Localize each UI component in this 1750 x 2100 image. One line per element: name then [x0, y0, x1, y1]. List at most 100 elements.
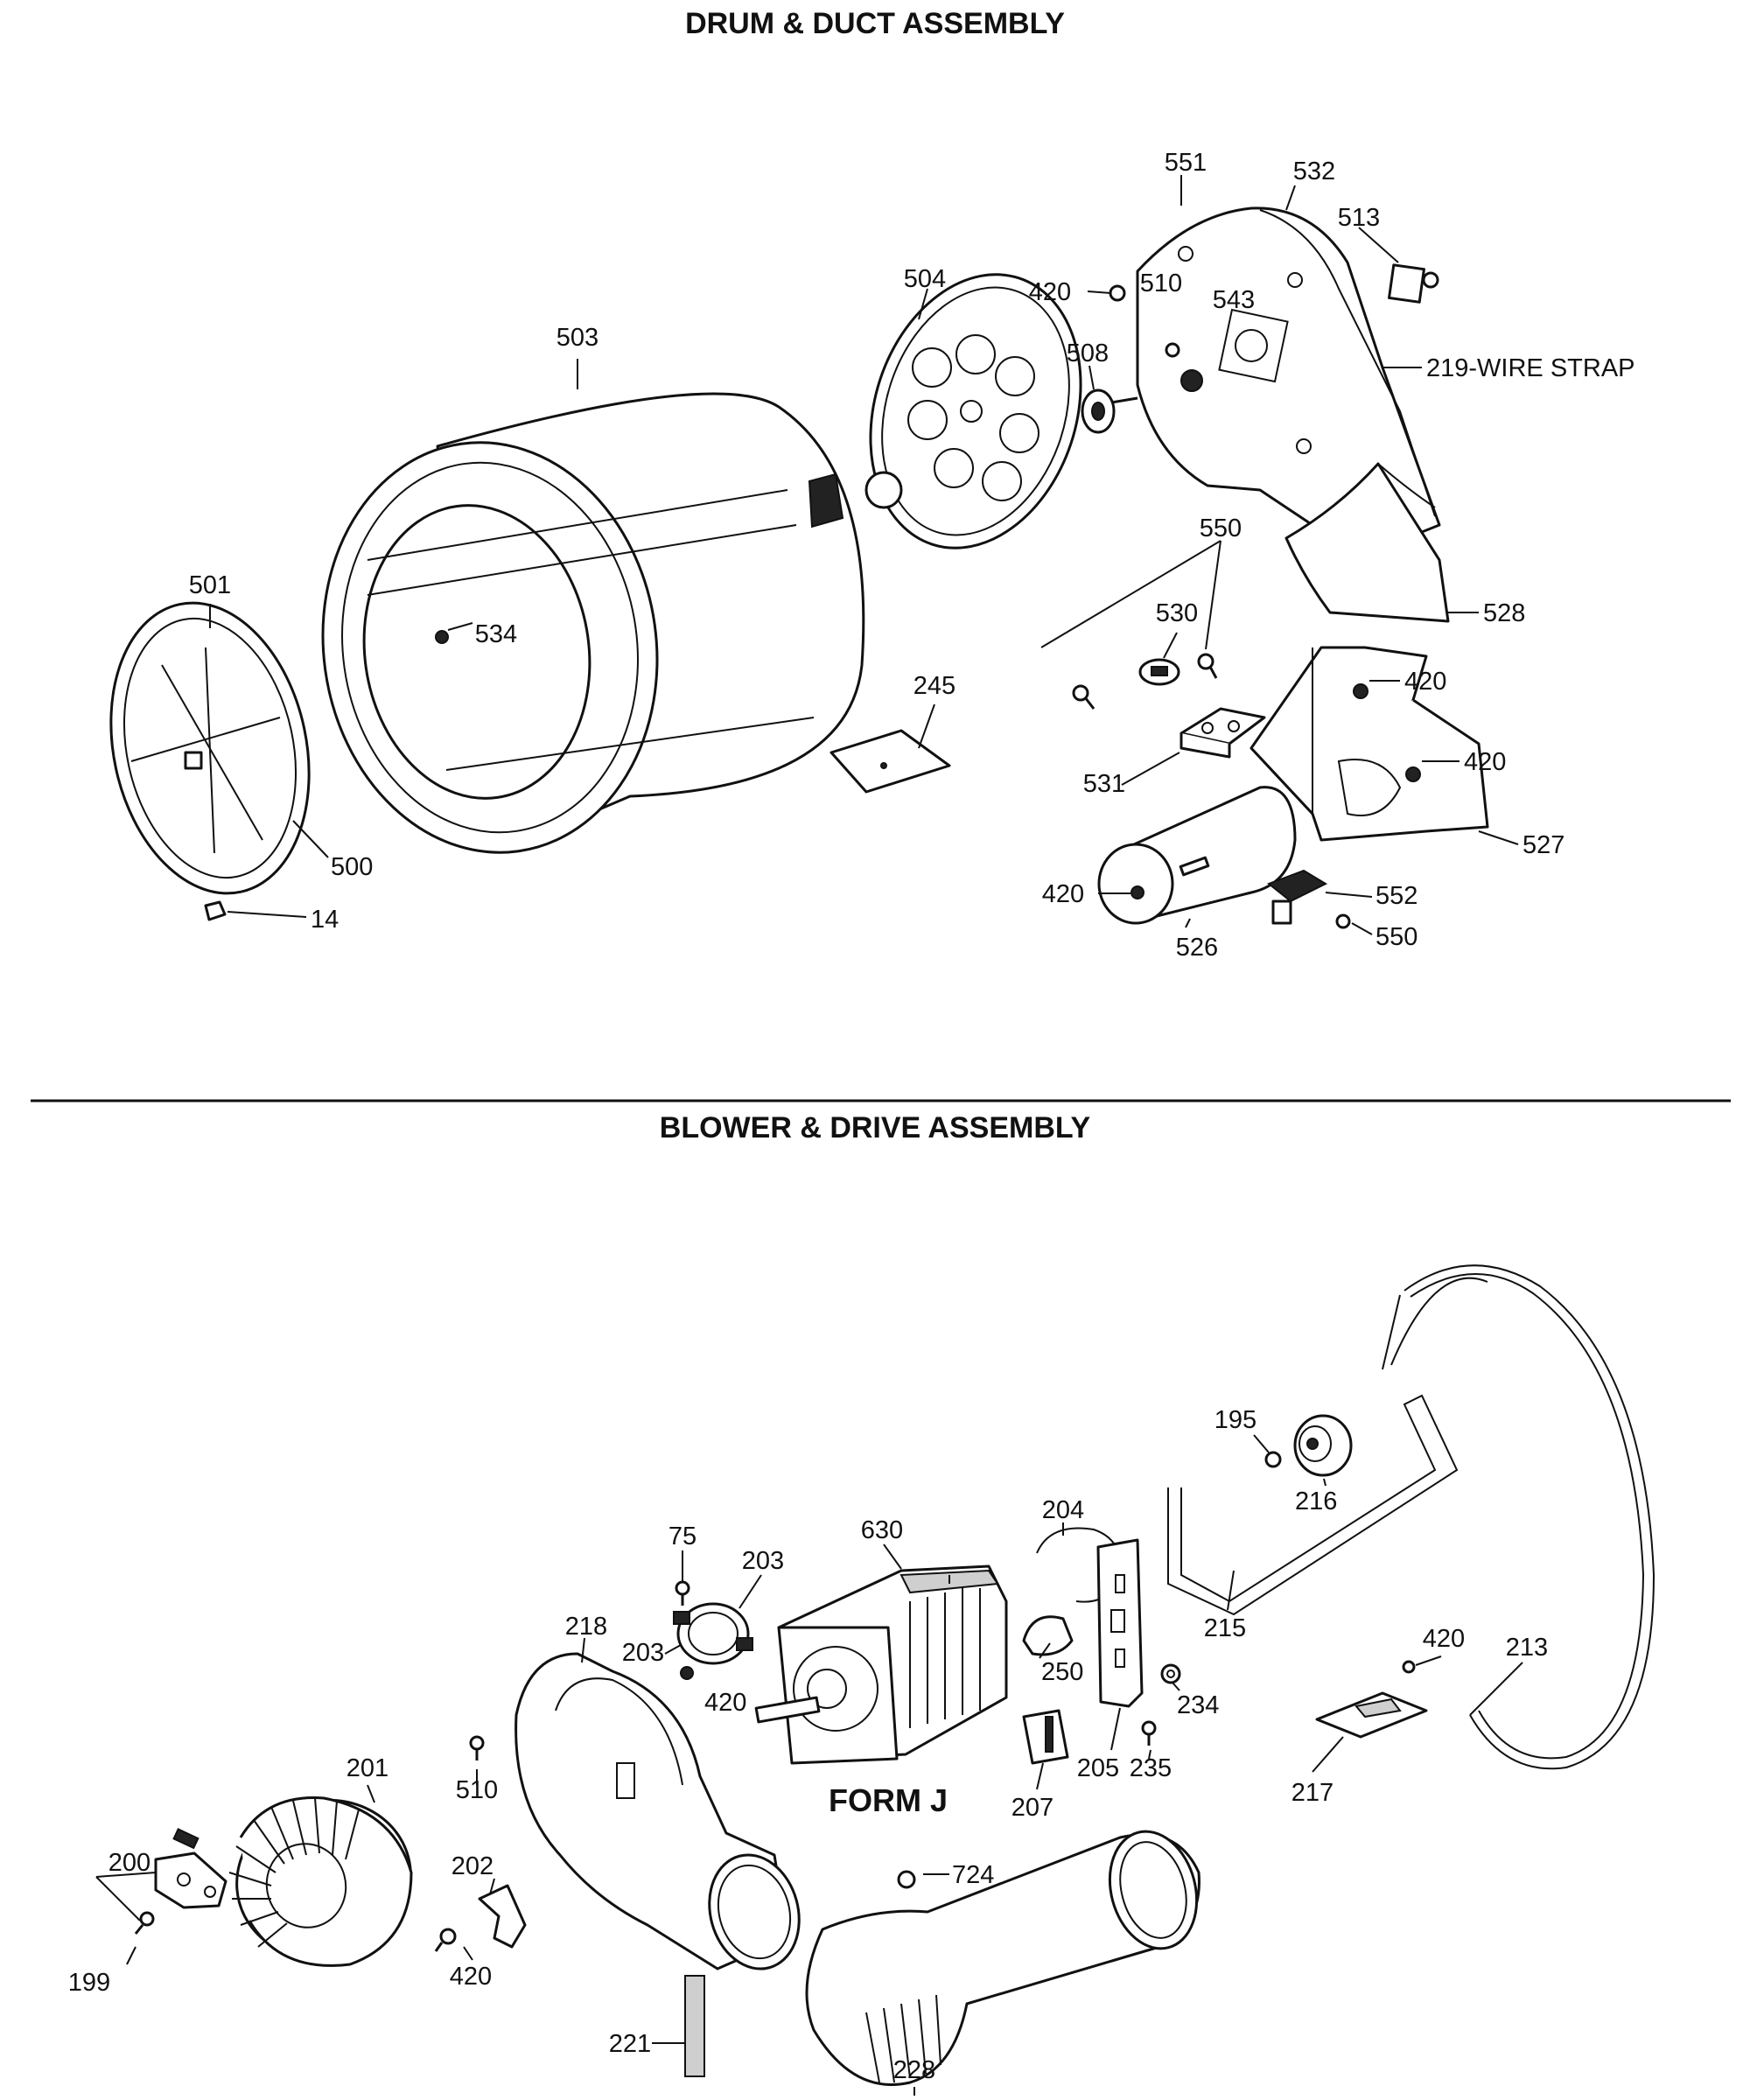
callout-420-bulkhead: 420 — [1029, 278, 1071, 306]
callout-195: 195 — [1214, 1406, 1256, 1434]
part-526-heater — [1097, 786, 1297, 925]
part-420-screw-lower — [434, 1928, 457, 1952]
callout-724: 724 — [952, 1861, 994, 1889]
callout-221: 221 — [609, 2030, 651, 2058]
part-513-plate — [1388, 263, 1439, 304]
part-213-belt — [1382, 1264, 1656, 1770]
callout-551: 551 — [1165, 149, 1207, 177]
part-221-gasket — [684, 1975, 705, 2077]
callout-207: 207 — [1012, 1794, 1054, 1822]
callout-420-belt: 420 — [1423, 1625, 1465, 1653]
part-724-clip — [897, 1870, 916, 1889]
callout-420-mount: 420 — [704, 1689, 746, 1717]
title-blower-drive-assembly: BLOWER & DRIVE ASSEMBLY — [660, 1111, 1091, 1144]
part-216-idler-pulley — [1293, 1414, 1353, 1477]
callout-201: 201 — [346, 1754, 388, 1782]
callout-420-lower: 420 — [450, 1963, 492, 1991]
part-551-bulkhead — [1109, 206, 1441, 537]
callout-500: 500 — [331, 853, 373, 881]
callout-420-heater: 420 — [1042, 880, 1084, 908]
callout-510-blower: 510 — [456, 1776, 498, 1804]
part-504-rear-panel — [864, 273, 1082, 550]
part-527-heater-box — [1250, 646, 1489, 842]
callout-234: 234 — [1177, 1691, 1219, 1719]
form-j-label: FORM J — [829, 1782, 948, 1818]
callout-205: 205 — [1077, 1754, 1119, 1782]
part-503-drum — [321, 392, 865, 854]
part-205-motor-bracket — [1096, 1538, 1144, 1708]
part-508-bearing — [1081, 388, 1138, 434]
callout-501: 501 — [189, 571, 231, 599]
part-500-clip — [184, 751, 203, 770]
callout-534: 534 — [475, 620, 517, 648]
part-228-exhaust-duct — [805, 1830, 1200, 2086]
callout-199: 199 — [68, 1969, 110, 1997]
callout-216: 216 — [1295, 1488, 1337, 1516]
part-510-screw-blower — [469, 1735, 485, 1760]
callout-235: 235 — [1130, 1754, 1172, 1782]
part-201-blower-wheel — [228, 1796, 413, 1967]
part-250-switch-collar — [1022, 1615, 1074, 1656]
part-531-bracket — [1180, 707, 1266, 759]
callout-228: 228 — [893, 2056, 935, 2084]
callout-508: 508 — [1067, 340, 1109, 368]
callout-202: 202 — [452, 1852, 494, 1880]
callout-213: 213 — [1506, 1634, 1548, 1662]
part-202-bracket — [478, 1884, 527, 1949]
part-420-screw-217 — [1402, 1660, 1416, 1674]
callout-513: 513 — [1338, 204, 1380, 232]
callout-532: 532 — [1293, 158, 1335, 186]
callout-203-side: 203 — [622, 1639, 664, 1667]
part-217-bracket — [1315, 1691, 1428, 1739]
part-218-blower-housing — [514, 1652, 801, 1970]
part-530-thermostat — [1138, 658, 1180, 686]
callout-420-heater-box-side: 420 — [1464, 748, 1506, 776]
part-215-idler-arm — [1167, 1394, 1459, 1616]
leader-lines-blower — [95, 1434, 1523, 2096]
callout-215: 215 — [1204, 1614, 1246, 1642]
part-207-switch — [1022, 1709, 1069, 1765]
part-195-retainer — [1264, 1451, 1282, 1468]
callout-219-wire-strap: 219-WIRE STRAP — [1426, 354, 1635, 382]
callout-550-upper: 550 — [1200, 514, 1242, 542]
callout-245: 245 — [914, 672, 956, 700]
callout-420-heater-box-top: 420 — [1404, 668, 1446, 696]
part-501-drum-ring — [109, 601, 311, 895]
callout-630: 630 — [861, 1516, 903, 1544]
callout-550-lower: 550 — [1376, 923, 1418, 951]
callout-531: 531 — [1083, 770, 1125, 798]
part-235-screw — [1141, 1720, 1157, 1746]
part-550-screw-lower — [1335, 914, 1351, 929]
callout-75: 75 — [668, 1522, 696, 1550]
callout-217: 217 — [1292, 1779, 1334, 1807]
callout-503: 503 — [556, 324, 598, 352]
part-14-bumper — [204, 900, 227, 921]
part-552-connector — [1267, 869, 1328, 925]
callout-530: 530 — [1156, 599, 1198, 627]
callout-504: 504 — [904, 265, 946, 293]
part-245-plate — [830, 729, 951, 794]
title-drum-duct-assembly: DRUM & DUCT ASSEMBLY — [685, 7, 1065, 40]
callout-14: 14 — [311, 906, 339, 934]
callout-200: 200 — [108, 1849, 150, 1877]
part-200-bracket — [154, 1828, 228, 1909]
part-420-screw-mount — [680, 1666, 694, 1680]
part-203-motor-mount — [673, 1602, 753, 1665]
callout-204: 204 — [1042, 1496, 1084, 1524]
part-528-duct — [1284, 462, 1450, 623]
callout-552: 552 — [1376, 882, 1418, 910]
part-75-screw — [675, 1580, 690, 1606]
callout-527: 527 — [1522, 831, 1564, 859]
leader-lines-drum — [209, 175, 1519, 935]
callout-510-bulkhead: 510 — [1140, 270, 1182, 298]
callout-543: 543 — [1213, 286, 1255, 314]
part-630-motor — [754, 1564, 1008, 1765]
part-234-nut — [1160, 1663, 1181, 1684]
callout-203-top: 203 — [742, 1547, 784, 1575]
part-199-screw — [134, 1911, 155, 1935]
callout-218: 218 — [565, 1613, 607, 1641]
callout-250: 250 — [1041, 1658, 1083, 1686]
callout-528: 528 — [1483, 599, 1525, 627]
part-550-screws — [1072, 653, 1218, 710]
